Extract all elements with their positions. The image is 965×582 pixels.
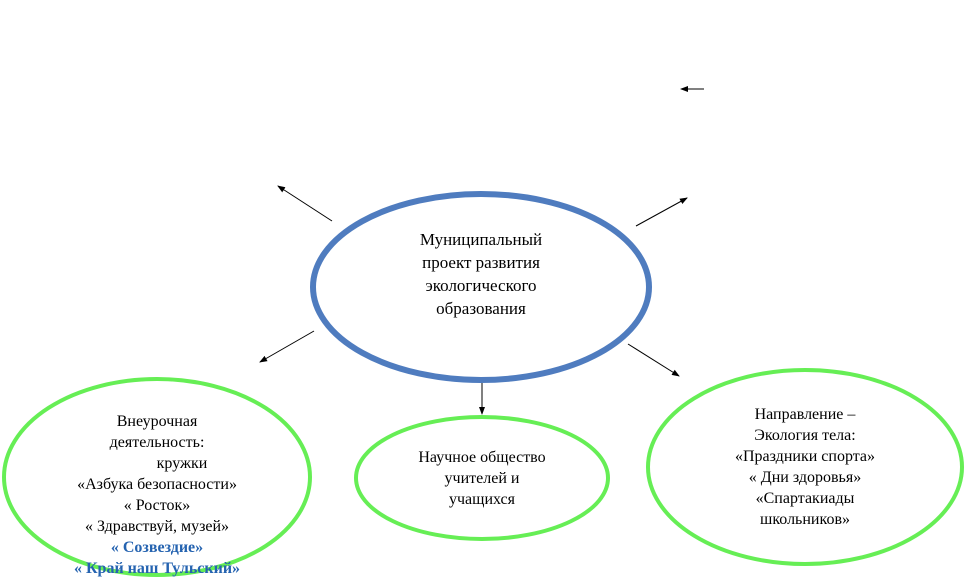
middle-line: учащихся (448, 491, 516, 508)
left-line: деятельность: (109, 434, 205, 451)
right-line: Направление – (754, 406, 856, 423)
middle-line: учителей и (444, 470, 520, 487)
right-line: «Праздники спорта» (734, 448, 876, 465)
right-label: Направление – Экология тела: «Праздники … (705, 404, 905, 530)
center-ellipse (310, 191, 652, 383)
arrow-lower-left (259, 330, 315, 363)
middle-ellipse (354, 415, 610, 541)
middle-label: Научное общество учителей и учащихся (392, 447, 572, 510)
left-line: Внеурочная (116, 413, 198, 430)
left-line: кружки (156, 455, 208, 472)
right-line: « Дни здоровья» (748, 469, 862, 486)
left-highlight-line: « Край наш Тульский» (73, 560, 241, 577)
left-ellipse (2, 377, 312, 577)
center-line: экологического (425, 276, 537, 295)
center-line: проект развития (422, 253, 540, 272)
arrow-upper-left (277, 185, 333, 222)
center-line: Муниципальный (419, 230, 543, 249)
center-line: образования (436, 299, 526, 318)
arrow-upper-right (635, 197, 688, 227)
right-line: «Спартакиады (755, 490, 855, 507)
right-line: Экология тела: (754, 427, 856, 444)
center-label: Муниципальный проект развития экологичес… (381, 228, 581, 320)
right-line: школьников» (760, 511, 850, 528)
left-line: « Росток» (123, 497, 191, 514)
left-line: « Здравствуй, музей» (84, 518, 230, 535)
middle-line: Научное общество (418, 449, 546, 466)
right-ellipse (646, 368, 964, 566)
left-line: «Азбука безопасности» (77, 476, 237, 493)
arrow-lower-right (627, 343, 680, 377)
left-highlight-line: « Созвездие» (110, 539, 204, 556)
left-label: Внеурочная деятельность: кружки «Азбука … (47, 411, 267, 579)
